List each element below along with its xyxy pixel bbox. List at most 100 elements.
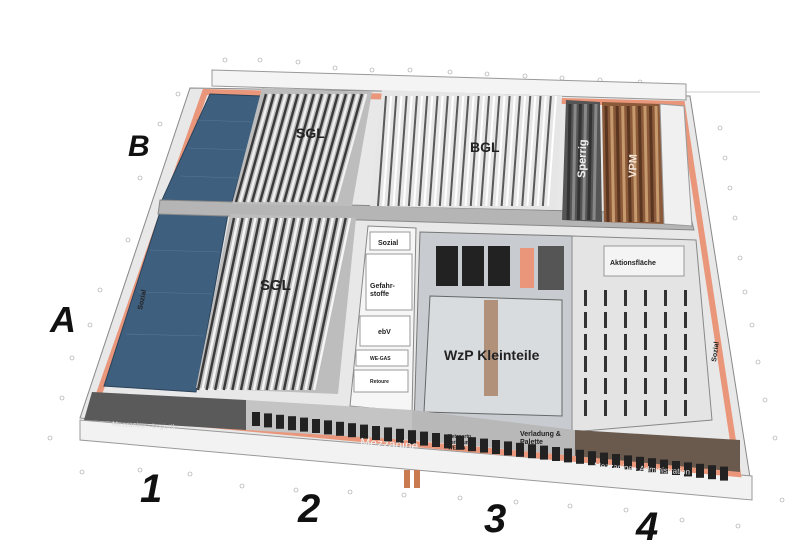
rack-row (318, 93, 352, 203)
dock-door (624, 455, 632, 470)
rack-row (322, 93, 356, 203)
area-label-verladung: Verladung &Palette (520, 431, 561, 446)
rack-unit (584, 290, 587, 306)
column-post (404, 470, 410, 488)
rack-unit (644, 312, 647, 328)
rack-row (266, 93, 300, 203)
rack-unit (584, 312, 587, 328)
column-label-3: 3 (484, 497, 506, 541)
dock-door (324, 420, 332, 435)
rack-row (242, 93, 276, 203)
loading-dock-doors (252, 412, 728, 481)
area-label-sozial-right: Sozial (711, 341, 721, 362)
dock-door (672, 461, 680, 475)
rack-unit (684, 378, 687, 394)
rack-row (654, 105, 660, 223)
area-label-retoure: Retoure (370, 379, 389, 385)
rack-row (423, 95, 434, 207)
rack-unit (584, 356, 587, 372)
rack-row (443, 95, 454, 207)
rack-row (290, 93, 324, 203)
dock-door (696, 463, 704, 478)
area-label-sgl-bottom: SGL (260, 277, 291, 294)
rack-row (278, 93, 312, 203)
rack-lines-bgl (377, 95, 557, 207)
dock-door (540, 445, 548, 460)
area-label-vpm: VPM (627, 154, 640, 178)
rack-row (637, 105, 643, 223)
rack-row (310, 93, 344, 203)
dock-door (648, 458, 656, 473)
rack-lines-sgl-top (234, 93, 368, 203)
rack-row (500, 95, 511, 207)
rack-lines-sperrig (566, 103, 598, 221)
dock-door (468, 437, 476, 452)
rack-row (205, 217, 244, 391)
rack-row (382, 95, 393, 207)
dock-door (432, 433, 440, 447)
rack-row (402, 95, 413, 207)
dock-door (612, 454, 620, 468)
dock-door (720, 466, 728, 481)
rack-row (407, 95, 418, 207)
rack-row (480, 95, 491, 207)
wzp-kleinteile-zone (413, 231, 573, 433)
dock-door (396, 428, 404, 443)
rack-row (274, 93, 308, 203)
dock-door (348, 423, 356, 438)
rack-unit (624, 290, 627, 306)
rack-row (469, 95, 480, 207)
rack-row (298, 93, 332, 203)
rack-row (278, 217, 317, 391)
rack-row (265, 217, 304, 391)
column-label-4: 4 (635, 505, 658, 549)
rack-row (536, 95, 547, 207)
rack-unit (604, 378, 607, 394)
rack-row (312, 217, 352, 391)
rack-row (587, 103, 593, 221)
dock-door (600, 452, 608, 467)
dock-door (384, 427, 392, 442)
rack-row (490, 95, 501, 207)
rack-row (222, 217, 261, 391)
rack-row (377, 95, 387, 207)
rack-row (392, 95, 403, 207)
rack-row (621, 105, 627, 223)
rack-unit (684, 400, 687, 416)
dock-door (684, 462, 692, 477)
dock-door (372, 426, 380, 440)
area-label-ebv: ebV (378, 329, 391, 336)
dock-door (420, 431, 428, 446)
rack-unit (604, 290, 607, 306)
rack-row (218, 217, 257, 391)
dock-door (456, 435, 464, 450)
rack-row (454, 95, 465, 207)
rack-row (282, 93, 316, 203)
rack-row (291, 217, 330, 391)
rack-row (248, 217, 287, 391)
rack-row (610, 105, 616, 223)
rack-row (269, 217, 309, 391)
rack-row (648, 105, 654, 223)
rack-row (244, 217, 283, 391)
rack-row (510, 95, 521, 207)
dock-door (408, 430, 416, 445)
rack-unit (584, 334, 587, 350)
rack-row (531, 95, 542, 207)
rack-row (262, 93, 296, 203)
rack-row (485, 95, 496, 207)
rack-row (214, 217, 253, 391)
dock-door (300, 417, 308, 432)
rack-unit (684, 356, 687, 372)
dock-door (336, 421, 344, 436)
rack-row (387, 95, 398, 207)
rack-row (626, 105, 632, 223)
area-label-aktionsflaeche: Aktionsfläche (610, 260, 656, 267)
rack-block-sperrig (562, 100, 602, 222)
rack-row (308, 217, 347, 391)
rack-row (252, 217, 292, 391)
rack-unit (624, 400, 627, 416)
rack-unit (664, 290, 667, 306)
rack-lines-sgl-bottom (196, 217, 352, 391)
